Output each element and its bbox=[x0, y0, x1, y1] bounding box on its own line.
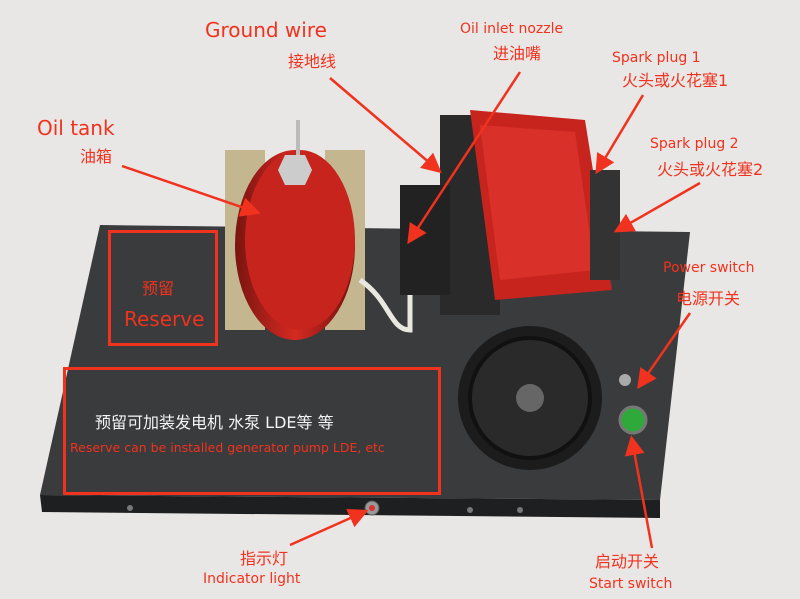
reserve-note-en: Reserve can be installed generator pump … bbox=[70, 440, 385, 455]
start-switch-arrow bbox=[624, 435, 654, 549]
oil-inlet-label-zh: 进油嘴 bbox=[493, 44, 542, 63]
spark-plug-2-label-en: Spark plug 2 bbox=[650, 136, 739, 152]
reserve-label-zh: 预留 bbox=[142, 279, 175, 298]
reserve-label-en: Reserve bbox=[124, 307, 205, 331]
start-button bbox=[618, 405, 648, 435]
oil-tank-label-zh: 油箱 bbox=[80, 147, 113, 166]
reserve-note-zh: 预留可加装发电机 水泵 LDE等 等 bbox=[95, 413, 334, 432]
start-switch-label-zh: 启动开关 bbox=[595, 552, 660, 571]
power-switch-label-en: Power switch bbox=[663, 260, 755, 276]
power-switch-arrow bbox=[637, 312, 692, 390]
spark-plug-2-arrow bbox=[613, 181, 701, 233]
start-switch-label-en: Start switch bbox=[589, 576, 673, 592]
spark-plug-1-label-en: Spark plug 1 bbox=[612, 50, 701, 66]
spark-plug-1-label-zh: 火头或火花塞1 bbox=[622, 71, 729, 90]
oil-inlet-arrow bbox=[407, 71, 522, 245]
base-plate-front-edge bbox=[40, 495, 660, 518]
reserve-box bbox=[108, 230, 218, 346]
power-switch-label-zh: 电源开关 bbox=[676, 289, 741, 308]
ground-wire-arrow bbox=[329, 77, 442, 174]
indicator-light-label-zh: 指示灯 bbox=[240, 549, 289, 568]
spark-plug-2-label-zh: 火头或火花塞2 bbox=[657, 160, 764, 179]
indicator-light-label-en: Indicator light bbox=[203, 571, 301, 587]
oil-tank bbox=[245, 150, 355, 330]
indicator-light-arrow bbox=[289, 508, 369, 547]
oil-tank-arrow bbox=[121, 164, 261, 217]
oil-tank-label-en: Oil tank bbox=[37, 116, 115, 140]
ground-wire-label-zh: 接地线 bbox=[288, 52, 337, 71]
oil-inlet-label-en: Oil inlet nozzle bbox=[460, 21, 564, 37]
spark-plug-1-arrow bbox=[595, 94, 645, 175]
reserve-note-box bbox=[63, 367, 441, 495]
power-switch bbox=[619, 374, 631, 386]
ground-wire-label-en: Ground wire bbox=[205, 18, 327, 42]
